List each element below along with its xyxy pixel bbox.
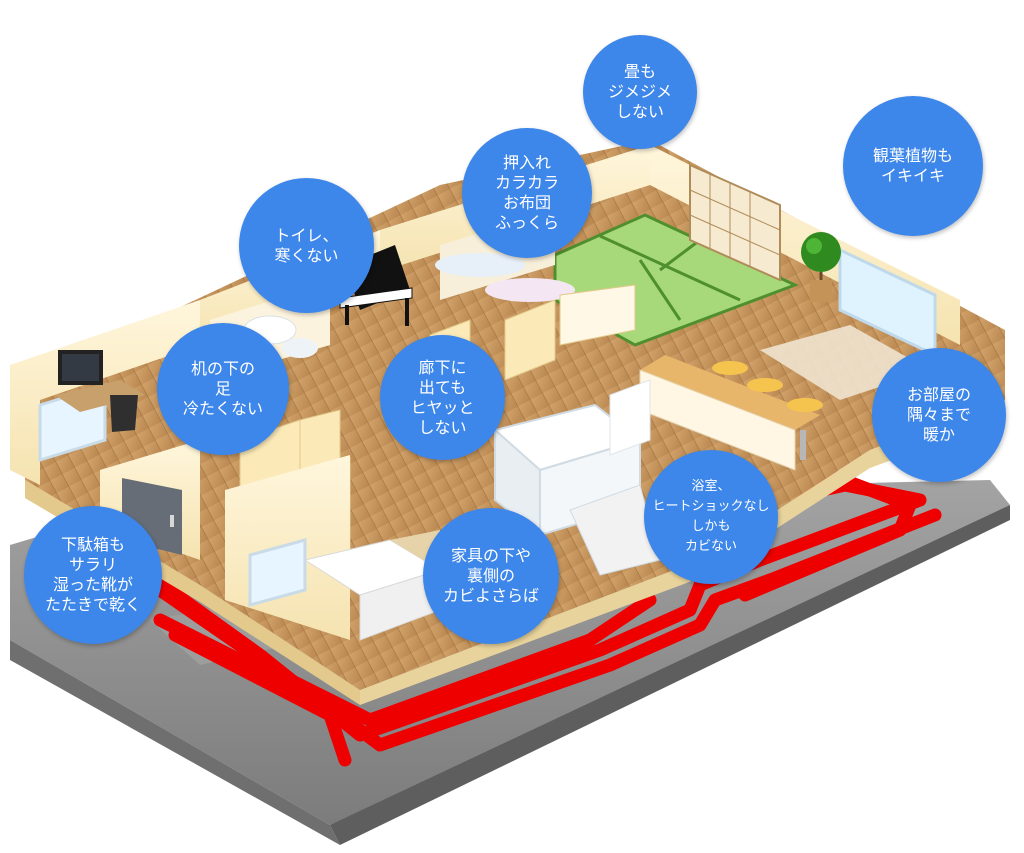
bubble-hallway: 廊下に 出ても ヒヤッと しない (380, 335, 505, 460)
bed-icon (303, 530, 442, 641)
bubble-bathroom: 浴室、 ヒートショックなし しかも カビない (644, 450, 778, 584)
bubble-desk: 机の下の 足 冷たくない (157, 323, 289, 455)
bubble-room-corners-text: お部屋の 隅々まで 暖か (906, 385, 971, 444)
bubble-desk-text: 机の下の 足 冷たくない (182, 359, 263, 418)
bubble-bathroom-text: 浴室、 ヒートショックなし しかも カビない (652, 479, 770, 554)
bubble-shoe-box-text: 下駄箱も サラリ 湿った靴が たたきで乾く (44, 535, 141, 614)
computer-desk-icon (55, 350, 145, 432)
bubble-shoe-box: 下駄箱も サラリ 湿った靴が たたきで乾く (24, 506, 162, 644)
bubble-tatami: 畳も ジメジメ しない (583, 35, 697, 149)
bubble-toilet-text: トイレ、 寒くない (274, 225, 339, 265)
kitchen-counter-icon (609, 355, 823, 471)
bubble-plants-text: 観葉植物も イキイキ (872, 146, 953, 185)
shoji-screen-icon (689, 163, 781, 282)
bubble-closet-text: 押入れ カラカラ お布団 ふっくら (494, 153, 559, 232)
potted-plant-icon (801, 232, 841, 302)
bedroom (225, 455, 350, 640)
bubble-tatami-text: 畳も ジメジメ しない (607, 62, 672, 121)
bubble-closet: 押入れ カラカラ お布団 ふっくら (462, 128, 592, 258)
bubble-plants: 観葉植物も イキイキ (843, 96, 983, 236)
bubble-room-corners: お部屋の 隅々まで 暖か (872, 348, 1006, 482)
bathtub-icon (492, 403, 661, 576)
bubble-toilet: トイレ、 寒くない (239, 178, 374, 313)
bubble-furniture: 家具の下や 裏側の カビよさらば (423, 508, 559, 644)
bubble-furniture-text: 家具の下や 裏側の カビよさらば (442, 546, 539, 605)
bubble-hallway-text: 廊下に 出ても ヒヤッと しない (410, 357, 475, 437)
